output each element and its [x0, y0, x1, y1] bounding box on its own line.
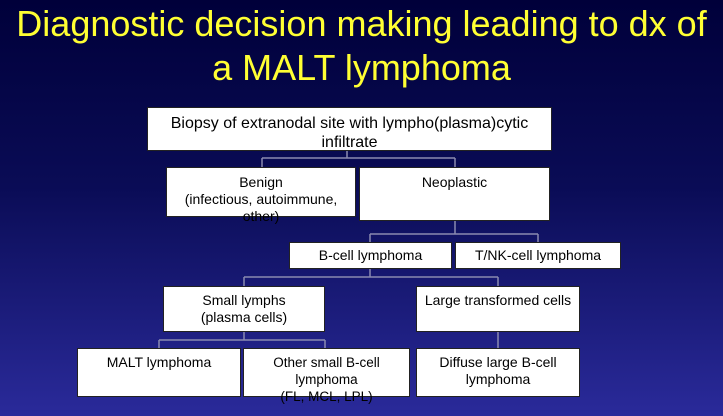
node-large-label: Large transformed cells — [424, 292, 572, 308]
slide-title: Diagnostic decision making leading to dx… — [0, 2, 723, 90]
node-neoplastic: Neoplastic — [359, 167, 550, 221]
node-benign: Benign (infectious, autoimmune, other) — [166, 167, 356, 224]
node-small-label: Small lymphs — [202, 292, 286, 308]
node-bcell-label: B-cell lymphoma — [318, 247, 423, 263]
node-dlbcl-label: Diffuse large B-cell — [439, 354, 557, 370]
node-biopsy: Biopsy of extranodal site with lympho(pl… — [147, 107, 552, 151]
node-dlbcl: Diffuse large B-cell lymphoma — [416, 348, 580, 397]
node-dlbcl-sublabel: lymphoma — [465, 371, 531, 387]
node-malt: MALT lymphoma — [77, 348, 241, 397]
node-small-lymphs: Small lymphs (plasma cells) — [163, 286, 325, 332]
node-large-cells: Large transformed cells — [416, 286, 580, 332]
node-other-small-label: Other small B-cell lymphoma — [273, 355, 380, 387]
node-neoplastic-label: Neoplastic — [421, 174, 488, 190]
node-tnk-label: T/NK-cell lymphoma — [474, 247, 602, 263]
node-other-small: Other small B-cell lymphoma (FL, MCL, LP… — [243, 348, 410, 404]
node-benign-label: Benign — [239, 174, 283, 190]
title-line-1: Diagnostic decision making leading to dx… — [16, 3, 707, 44]
node-tnk: T/NK-cell lymphoma — [455, 242, 621, 269]
node-benign-sublabel: (infectious, autoimmune, other) — [184, 191, 338, 224]
node-small-sublabel: (plasma cells) — [200, 309, 288, 325]
node-bcell: B-cell lymphoma — [289, 242, 452, 269]
title-line-2: a MALT lymphoma — [212, 47, 511, 88]
node-other-small-sublabel: (FL, MCL, LPL) — [280, 389, 373, 404]
node-malt-label: MALT lymphoma — [106, 354, 212, 370]
node-biopsy-label: Biopsy of extranodal site with lympho(pl… — [170, 115, 529, 151]
